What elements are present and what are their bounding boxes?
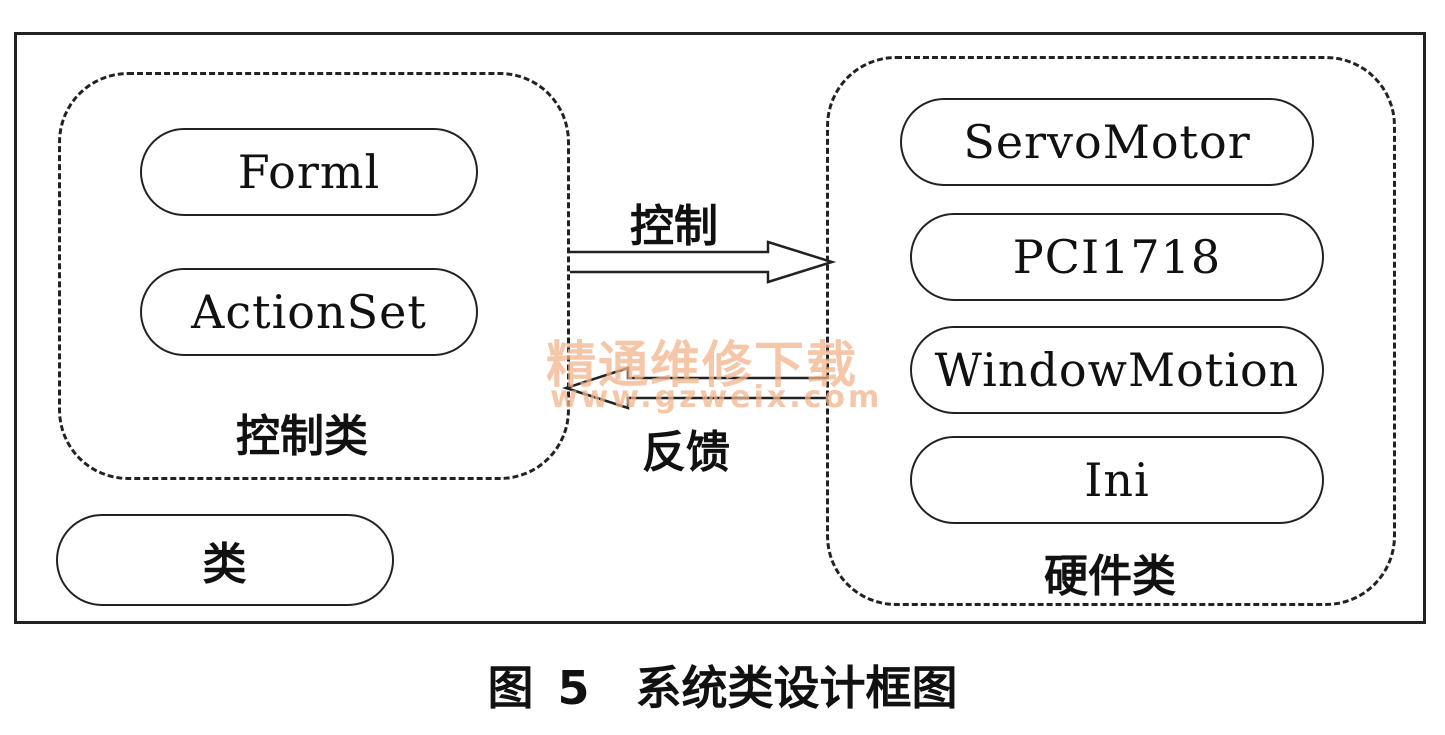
control-arrow	[570, 240, 837, 284]
diagram-frame	[14, 32, 1426, 624]
legend-class-pill: 类	[56, 514, 394, 606]
class-forml: Forml	[140, 128, 478, 216]
class-windowmotion: WindowMotion	[910, 326, 1324, 414]
hardware-class-group	[826, 56, 1396, 606]
feedback-arrow	[561, 366, 828, 410]
hardware-group-label: 硬件类	[1044, 551, 1176, 602]
class-ini: Ini	[910, 436, 1324, 524]
control-group-label: 控制类	[236, 411, 368, 462]
class-actionset: ActionSet	[140, 268, 478, 356]
watermark-url: www.gzweix.com	[550, 380, 883, 415]
control-arrow-label: 控制	[630, 201, 718, 252]
control-class-group	[58, 72, 570, 480]
watermark-text: 精通维修下载	[546, 336, 858, 394]
class-pci1718: PCI1718	[910, 213, 1324, 301]
class-servomotor: ServoMotor	[900, 98, 1314, 186]
figure-caption: 图 5 系统类设计框图	[487, 661, 958, 715]
feedback-arrow-label: 反馈	[642, 427, 730, 478]
